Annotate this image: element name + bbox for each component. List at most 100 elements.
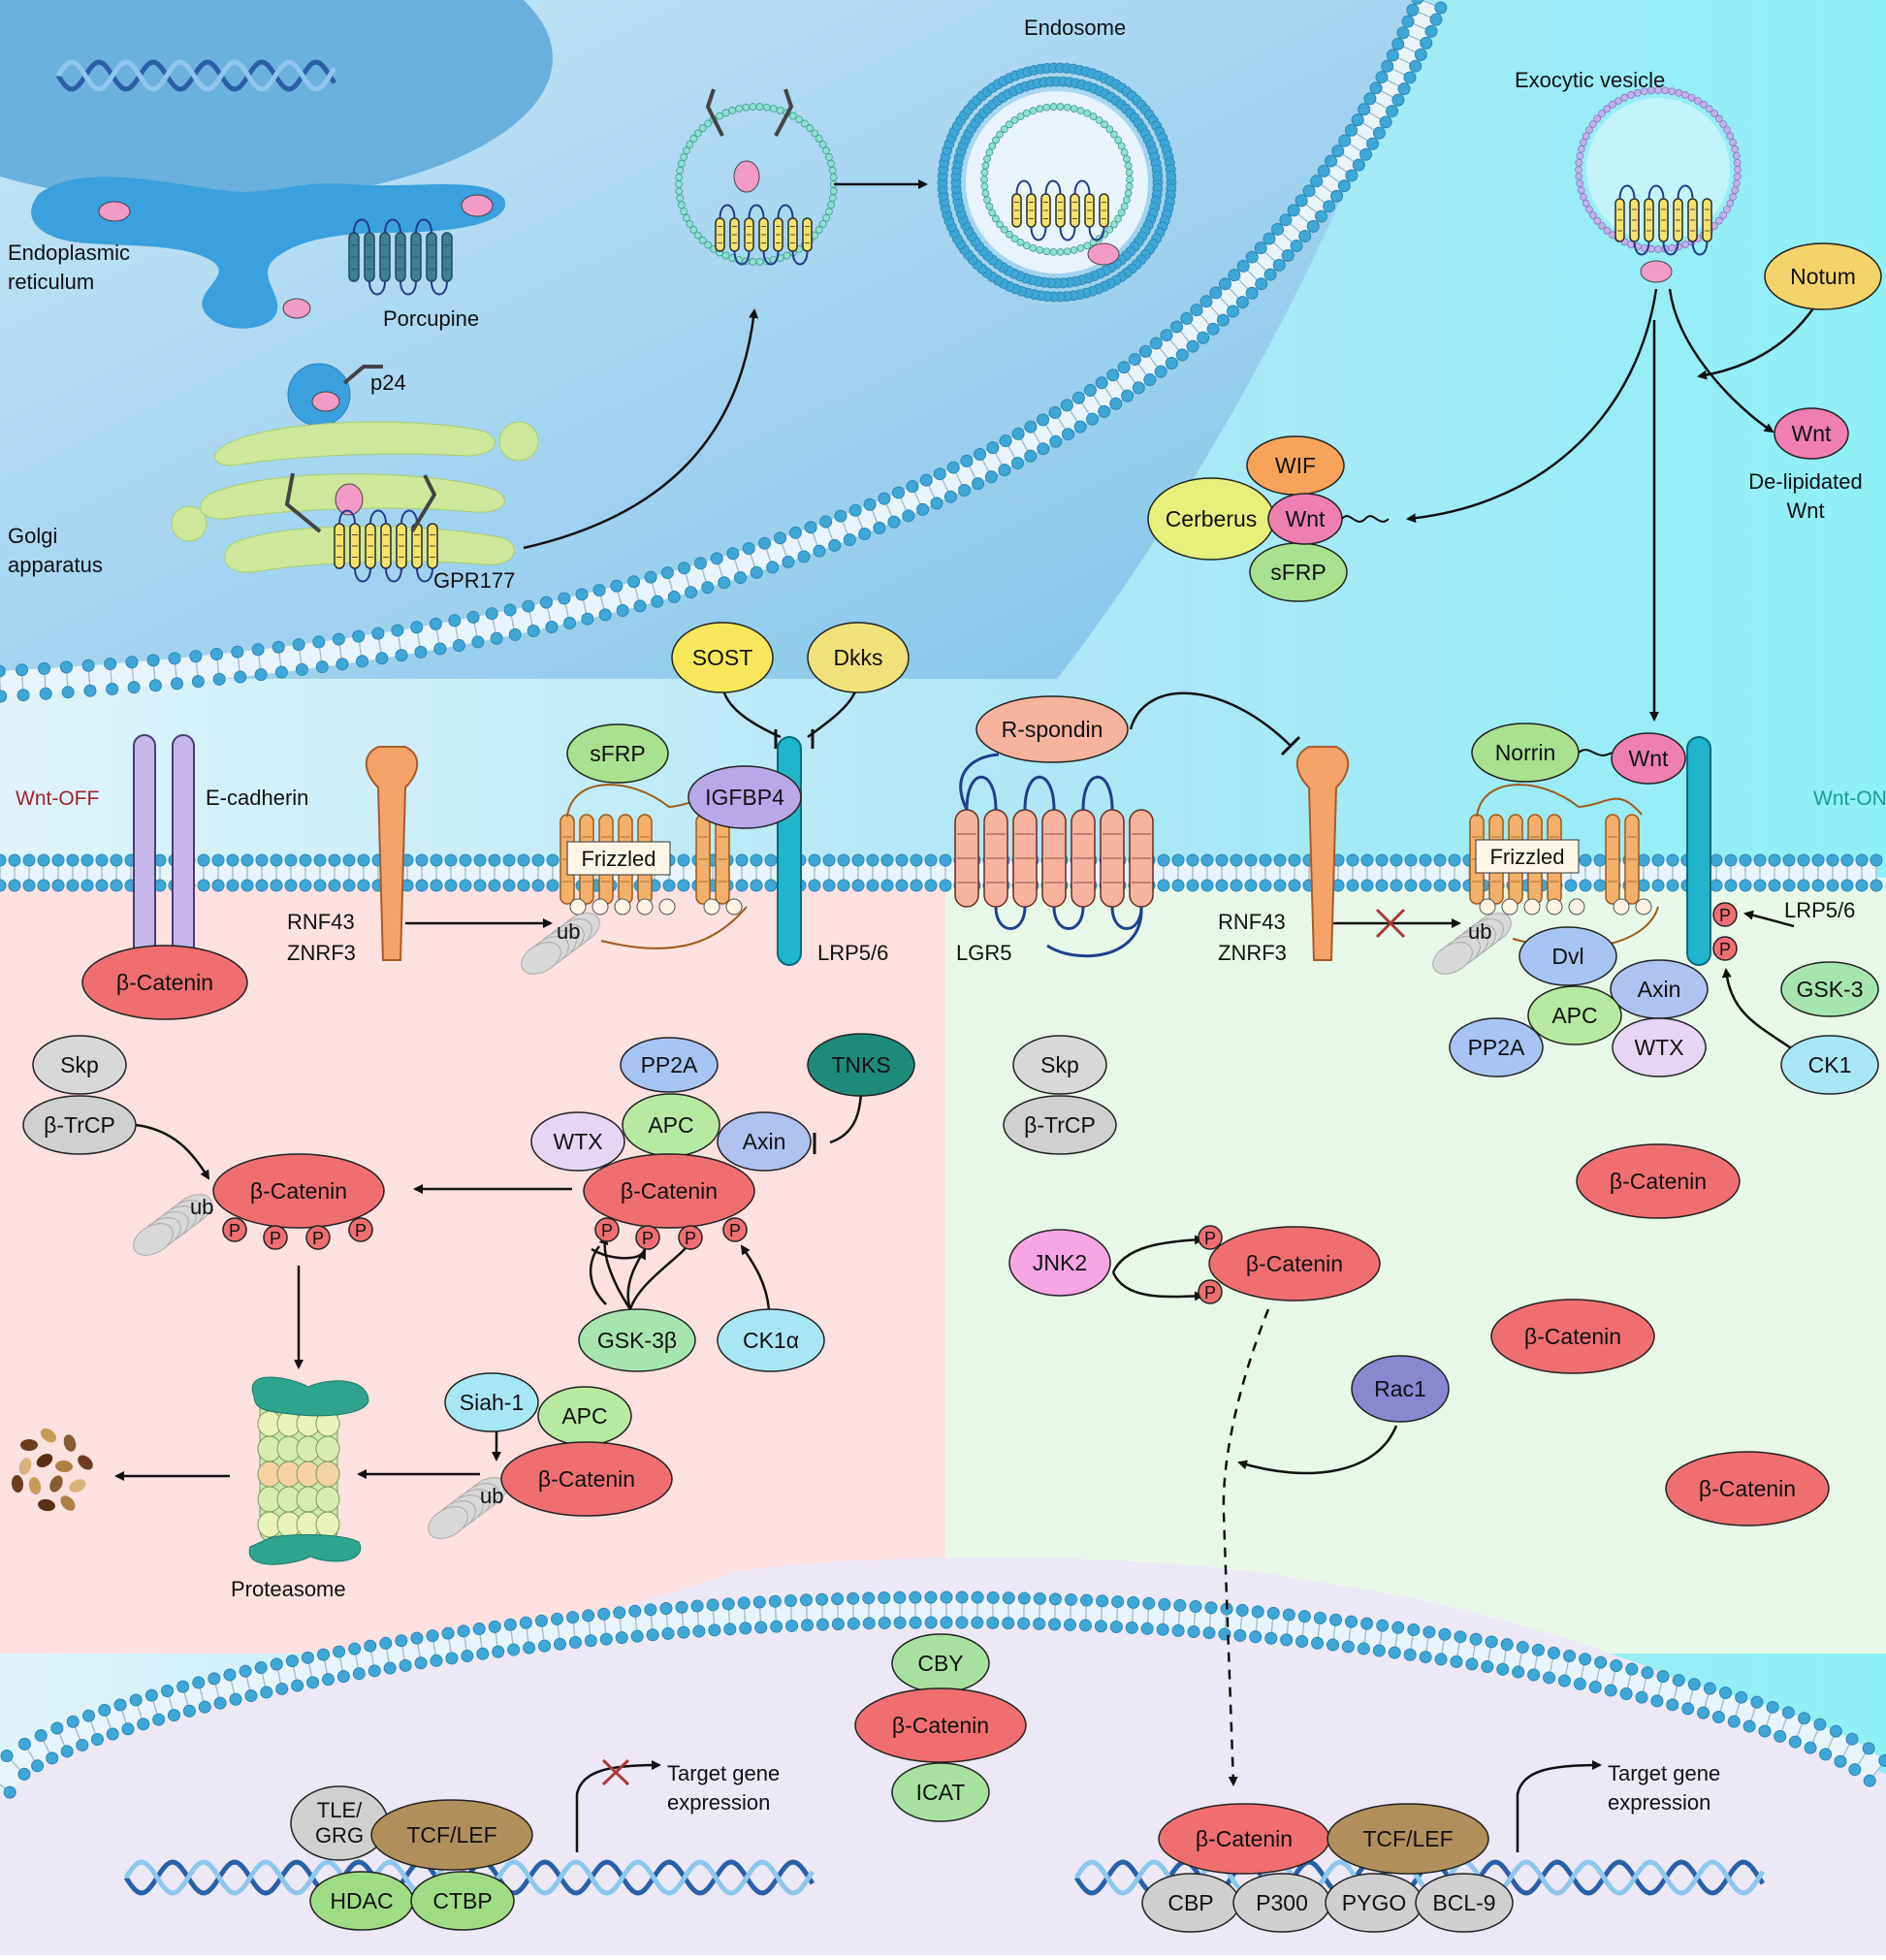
lipid-head — [1347, 880, 1359, 891]
vesicle-bead — [1655, 246, 1662, 253]
wif-text: WIF — [1275, 453, 1316, 478]
lipid-head — [786, 1620, 798, 1631]
lipid-head — [1420, 854, 1431, 866]
lipid-head — [1863, 1743, 1874, 1754]
lipid-head — [1425, 25, 1437, 37]
frizzled-cyto-loop — [1636, 899, 1651, 915]
tle-text: TLE/ — [317, 1798, 363, 1822]
lipid-head — [832, 1619, 844, 1630]
lipid-head — [771, 1621, 783, 1632]
lipid-head — [585, 1635, 596, 1647]
lipid-head — [816, 1593, 828, 1605]
vesicle-bead — [1733, 152, 1740, 159]
lipid-head — [552, 1613, 563, 1624]
phospho-ub: P — [349, 1218, 372, 1241]
lipid-head — [1594, 880, 1606, 891]
frizzled-cyto-loop — [1569, 899, 1584, 915]
lipid-head — [212, 880, 224, 891]
lipid-head — [1830, 1725, 1841, 1737]
lipid-head — [400, 1659, 411, 1671]
lipid-head — [1084, 385, 1096, 397]
lipid-head — [1133, 382, 1144, 394]
lipid-head — [51, 1722, 63, 1734]
lipid-head — [271, 854, 282, 866]
lipid-head — [449, 615, 461, 627]
lipid-head — [863, 1592, 875, 1604]
lipid-head — [1049, 406, 1061, 418]
lipid-head — [1250, 1631, 1262, 1643]
vesicle-bead — [1582, 133, 1589, 140]
lipid-head — [177, 1681, 189, 1692]
vesicle-bead — [986, 203, 993, 209]
lipid-head — [1339, 135, 1351, 146]
lipid-head — [765, 880, 777, 891]
lipid-head — [1367, 138, 1379, 149]
lipid-head — [931, 498, 943, 509]
wnt-delipidated: Wnt — [1774, 408, 1848, 459]
lipid-head — [1118, 362, 1130, 373]
lipid-head — [1611, 1660, 1622, 1672]
lipid-head — [645, 1604, 656, 1616]
lipid-head — [1086, 413, 1098, 425]
rnf43-on-label: RNF43 — [1218, 910, 1286, 934]
lipid-head — [318, 1649, 330, 1660]
proteasome-subunit — [316, 1436, 339, 1462]
vesicle-bead — [1017, 113, 1024, 120]
lipid-head — [358, 880, 369, 891]
vesicle-bead — [823, 214, 830, 221]
lipid-head — [1783, 880, 1795, 891]
lipid-head — [1451, 1655, 1462, 1667]
lipid-head — [1274, 854, 1286, 866]
vesicle-bead — [729, 107, 736, 113]
skp-on: Skp — [1013, 1036, 1106, 1094]
lipid-head — [458, 1625, 469, 1637]
ck1a-text: CK1α — [743, 1328, 799, 1353]
lipid-head — [535, 1615, 547, 1626]
lipid-head — [168, 1710, 179, 1721]
vesicle-bead — [1669, 244, 1676, 251]
lipid-head — [1217, 314, 1229, 326]
target-cell-membrane — [0, 854, 1882, 891]
wtx-on: WTX — [1613, 1018, 1706, 1076]
vesicle-bead — [1050, 248, 1057, 255]
znrf3-on-label: ZNRF3 — [1218, 941, 1287, 965]
phospho-complex: P — [679, 1226, 702, 1249]
lipid-head — [442, 1627, 454, 1639]
lipid-head — [1311, 176, 1323, 187]
lipid-head — [472, 636, 484, 648]
lipid-head — [1234, 1629, 1246, 1641]
lipid-head — [460, 854, 471, 866]
lipid-head — [709, 1624, 720, 1636]
vesicle-bead — [789, 112, 796, 119]
siah1: Siah-1 — [445, 1373, 538, 1431]
lipid-head — [1501, 1639, 1513, 1651]
lipid-head — [18, 1768, 30, 1780]
proteasome-rings — [258, 1411, 339, 1537]
lipid-head — [1398, 83, 1410, 95]
lipid-head — [1174, 1599, 1186, 1611]
lipid-head — [678, 1626, 689, 1638]
lipid-head — [769, 1595, 781, 1607]
lipid-head — [313, 636, 325, 648]
lipid-head — [445, 880, 457, 891]
lipid-head — [707, 1599, 719, 1611]
lipid-head — [473, 1623, 485, 1635]
lipid-head — [38, 880, 49, 891]
lipid-head — [1361, 1618, 1373, 1629]
lipid-head — [1353, 159, 1364, 171]
lipid-head — [847, 1618, 859, 1629]
lipid-head — [1303, 185, 1315, 197]
wnt-delipidated-text: Wnt — [1792, 421, 1833, 446]
lipid-head — [956, 1591, 968, 1603]
frizzled-cyto-loop — [726, 899, 742, 915]
lipid-head — [751, 880, 762, 891]
lipid-head — [735, 572, 747, 584]
lipid-head — [1158, 880, 1169, 891]
lipid-head — [1289, 854, 1300, 866]
phospho-text: P — [601, 1221, 613, 1240]
lipid-head — [662, 1627, 674, 1639]
lipid-head — [329, 880, 340, 891]
lipid-head — [1072, 392, 1084, 403]
lipid-head — [416, 854, 428, 866]
lipid-head — [879, 493, 890, 504]
